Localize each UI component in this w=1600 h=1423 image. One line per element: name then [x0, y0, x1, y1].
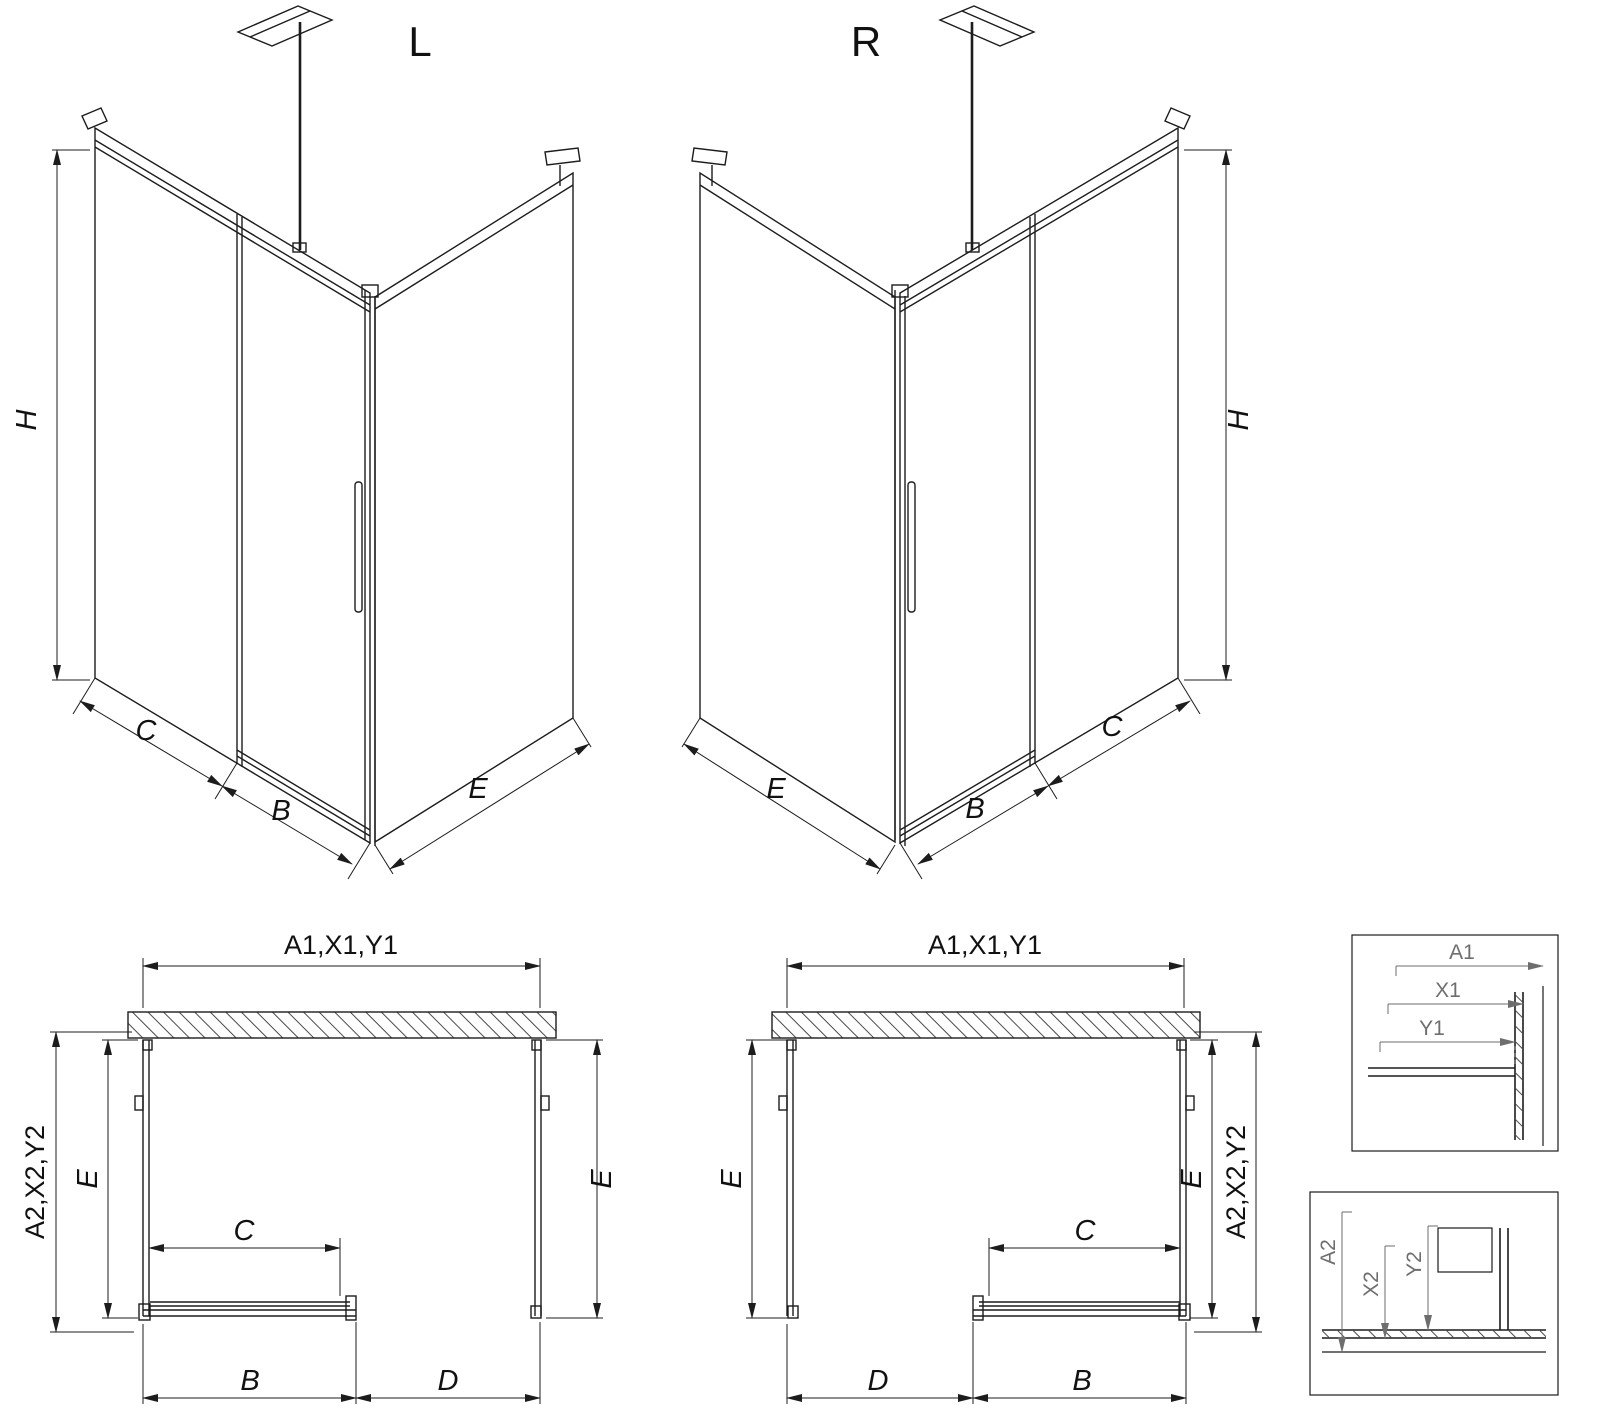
door-end-profile — [345, 1295, 357, 1321]
wall-bracket-left — [81, 107, 108, 130]
wall-bracket-right — [544, 147, 581, 166]
iso-right-height-label: H — [1223, 409, 1255, 430]
plan-right-outer-depth-label: A2,X2,Y2 — [1221, 1125, 1251, 1239]
door-handle — [907, 481, 916, 613]
plan-left-dimensions — [50, 958, 603, 1404]
detail-top-frame — [1351, 934, 1559, 1152]
plan-left-c-label: C — [234, 1215, 256, 1247]
detail-top-a1-label: A1 — [1449, 941, 1475, 964]
detail-bottom-x2-label: X2 — [1360, 1271, 1383, 1297]
iso-left-b-label: B — [271, 795, 290, 827]
wall-section-hatched — [771, 1011, 1201, 1039]
iso-left-height-label: H — [11, 409, 43, 430]
plan-left-d-label: D — [438, 1365, 459, 1397]
detail-view-top — [1351, 934, 1559, 1152]
wall-bracket-left — [691, 147, 728, 166]
iso-right-c-label: C — [1102, 711, 1124, 743]
plan-view-left — [127, 1011, 557, 1321]
iso-left-c-label: C — [136, 715, 158, 747]
detail-bottom-y2-label: Y2 — [1403, 1251, 1426, 1277]
ceiling-bracket — [236, 5, 334, 47]
plan-right-width-label: A1,X1,Y1 — [928, 930, 1042, 960]
plan-left-b-label: B — [240, 1365, 259, 1397]
iso-left-e-label: E — [468, 773, 488, 805]
plan-right-e-right-label: E — [1176, 1169, 1208, 1189]
detail-top-x1-label: X1 — [1435, 979, 1461, 1002]
plan-view-right — [771, 1011, 1201, 1321]
door-handle — [354, 481, 363, 613]
plan-right-e-left-label: E — [716, 1169, 748, 1189]
variant-label-left: L — [408, 18, 431, 65]
detail-bottom-a2-label: A2 — [1317, 1239, 1340, 1265]
wall-section-hatched — [127, 1011, 557, 1039]
plan-right-b-label: B — [1072, 1365, 1091, 1397]
iso-right-e-label: E — [766, 773, 786, 805]
detail-bottom-dimensions — [1338, 1211, 1438, 1353]
variant-label-right: R — [851, 18, 881, 65]
corner-post-cap — [891, 284, 909, 298]
plan-left-e-right-label: E — [586, 1169, 618, 1189]
wall-bracket-right — [1164, 107, 1191, 130]
detail-view-bottom — [1309, 1191, 1559, 1396]
plan-left-e-left-label: E — [72, 1169, 104, 1189]
plan-right-d-label: D — [868, 1365, 889, 1397]
detail-bottom-frame — [1309, 1191, 1559, 1396]
plan-left-width-label: A1,X1,Y1 — [284, 930, 398, 960]
iso-right-dimensions — [681, 149, 1232, 880]
corner-post-cap — [361, 284, 379, 298]
plan-right-dimensions — [746, 958, 1262, 1404]
detail-top-dimensions — [1379, 962, 1544, 1064]
iso-left-dimensions — [52, 149, 592, 880]
door-end-profile — [972, 1295, 984, 1321]
plan-left-outer-depth-label: A2,X2,Y2 — [20, 1125, 50, 1239]
iso-right-b-label: B — [965, 793, 984, 825]
detail-top-y1-label: Y1 — [1419, 1017, 1445, 1040]
iso-view-left — [81, 5, 581, 846]
plan-right-c-label: C — [1075, 1215, 1097, 1247]
ceiling-bracket — [938, 5, 1036, 47]
